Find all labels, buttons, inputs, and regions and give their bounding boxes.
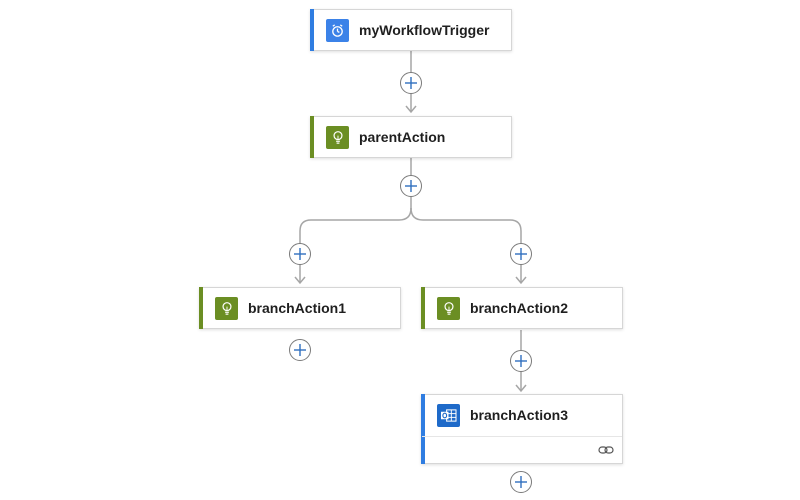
- plus-icon: [294, 248, 306, 260]
- plus-icon: [294, 344, 306, 356]
- card-accent-bar: [421, 394, 425, 464]
- branch-action-1-card[interactable]: branchAction1: [199, 287, 401, 329]
- trigger-title: myWorkflowTrigger: [359, 22, 490, 38]
- plus-icon: [515, 476, 527, 488]
- add-step-button[interactable]: [510, 471, 532, 493]
- link-icon[interactable]: [598, 444, 614, 456]
- add-step-button[interactable]: [400, 72, 422, 94]
- card-accent-bar: [199, 287, 203, 329]
- add-step-button[interactable]: [289, 339, 311, 361]
- outlook-icon: [437, 404, 460, 427]
- bulb-icon: [215, 297, 238, 320]
- bulb-icon: [326, 126, 349, 149]
- branch-action-3-card[interactable]: branchAction3: [421, 394, 623, 464]
- plus-icon: [515, 355, 527, 367]
- trigger-card[interactable]: myWorkflowTrigger: [310, 9, 512, 51]
- card-accent-bar: [421, 287, 425, 329]
- add-step-button[interactable]: [510, 243, 532, 265]
- parent-action-title: parentAction: [359, 129, 446, 145]
- plus-icon: [405, 77, 417, 89]
- card-accent-bar: [310, 9, 314, 51]
- plus-icon: [515, 248, 527, 260]
- branch-action-3-title: branchAction3: [470, 407, 569, 423]
- add-step-button[interactable]: [510, 350, 532, 372]
- card-accent-bar: [310, 116, 314, 158]
- plus-icon: [405, 180, 417, 192]
- branch-action-1-title: branchAction1: [248, 300, 347, 316]
- bulb-icon: [437, 297, 460, 320]
- add-step-button[interactable]: [400, 175, 422, 197]
- branch-action-2-title: branchAction2: [470, 300, 569, 316]
- card-divider: [422, 436, 622, 437]
- add-step-button[interactable]: [289, 243, 311, 265]
- timer-icon: [326, 19, 349, 42]
- parent-action-card[interactable]: parentAction: [310, 116, 512, 158]
- branch-action-2-card[interactable]: branchAction2: [421, 287, 623, 329]
